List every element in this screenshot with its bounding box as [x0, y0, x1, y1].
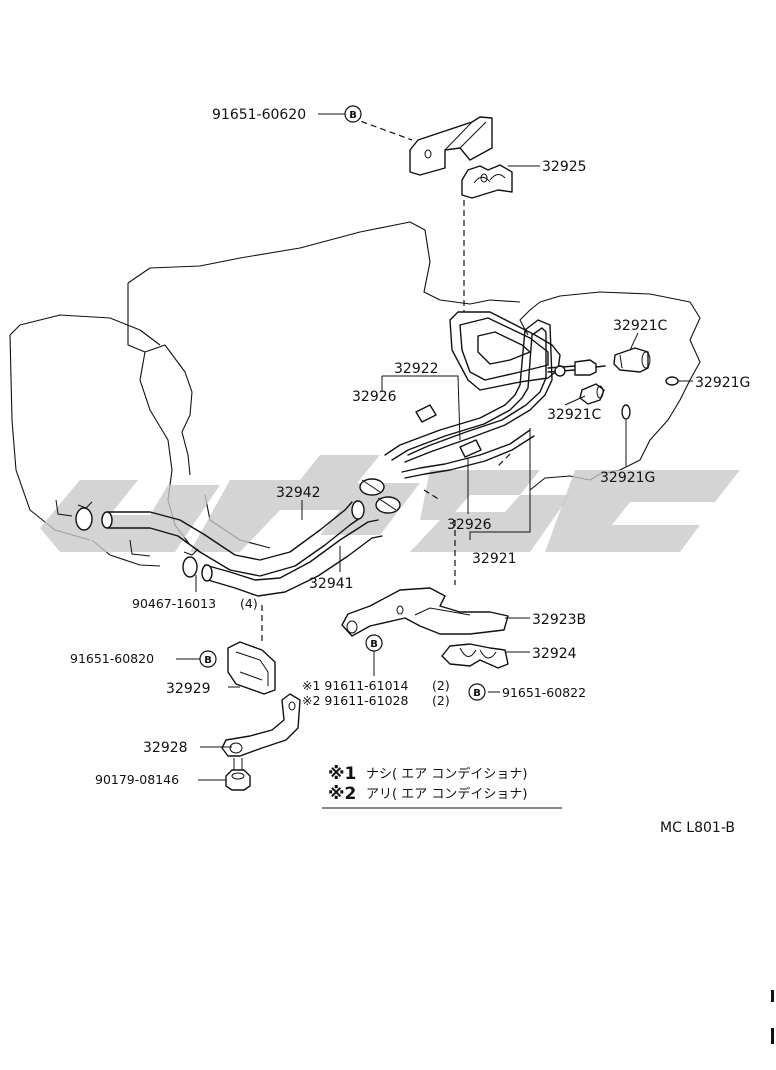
label-91611-61028: ※2 91611-61028: [302, 693, 408, 708]
label-32942: 32942: [276, 485, 321, 501]
note-1: ※1 ナシ( エア コンデイショナ): [328, 764, 527, 784]
label-91651-60620: 91651-60620: [212, 107, 306, 123]
note-1-mark: ※1: [328, 764, 356, 784]
leader-lines: [176, 113, 693, 781]
svg-text:B: B: [473, 688, 481, 699]
hose-clamp-pipe-end[interactable]: [359, 478, 401, 514]
water-hose-32942[interactable]: [101, 500, 365, 577]
label-91611-61014: ※1 91611-61014: [302, 678, 408, 693]
guide-lines: [261, 117, 511, 642]
label-32921C-mid: 32921C: [547, 407, 602, 423]
label-32925: 32925: [542, 159, 587, 175]
svg-text:B: B: [349, 110, 357, 121]
o-ring-32921G-mid[interactable]: [621, 404, 631, 420]
diagram-code: MC L801-B: [660, 820, 735, 836]
bolt-marker-top: B: [344, 105, 362, 123]
label-90467-16013: 90467-16013: [132, 596, 216, 611]
label-32926-bottom: 32926: [447, 517, 492, 533]
elbow-fitting-32921C[interactable]: [613, 347, 651, 373]
svg-text:B: B: [204, 655, 212, 666]
note-1-text: ナシ( エア コンデイショナ): [366, 766, 527, 782]
o-ring-32921G-right[interactable]: [665, 376, 679, 386]
label-91651-60820: 91651-60820: [70, 651, 154, 666]
hose-clamps-90467-16013[interactable]: [75, 501, 199, 578]
label-32923B: 32923B: [532, 612, 586, 628]
union-fitting-32921C-top[interactable]: [547, 359, 606, 377]
bracket-91651-60620[interactable]: [409, 116, 493, 176]
label-32928: 32928: [143, 740, 188, 756]
clamp-32924[interactable]: [441, 643, 509, 669]
label-32924: 32924: [532, 646, 577, 662]
engine-fittings-small: [55, 499, 151, 557]
label-32922: 32922: [394, 361, 439, 377]
hose-32926-bottom[interactable]: [459, 439, 482, 458]
label-91611-61014-qty: (2): [432, 678, 450, 693]
nipple-32921C-mid[interactable]: [579, 383, 605, 405]
water-hose-32941[interactable]: [201, 519, 383, 597]
note-2-text: アリ( エア コンデイショナ): [366, 786, 527, 802]
label-91611-61028-qty: (2): [432, 693, 450, 708]
label-32926-left: 32926: [352, 389, 397, 405]
label-32929: 32929: [166, 681, 211, 697]
clamp-32929[interactable]: [227, 641, 276, 695]
clamp-32925[interactable]: [461, 164, 513, 199]
note-2-mark: ※2: [328, 784, 356, 804]
hose-32926-left[interactable]: [415, 404, 437, 423]
bracket-32928[interactable]: [221, 693, 301, 757]
label-32941: 32941: [309, 576, 354, 592]
label-32921G-right: 32921G: [695, 375, 750, 391]
edge-marks: [771, 990, 774, 1044]
label-91651-60822: 91651-60822: [502, 685, 586, 700]
label-32921G-mid: 32921G: [600, 470, 655, 486]
nut-90179-08146[interactable]: [225, 758, 251, 791]
bolt-marker-right: B: [468, 683, 486, 701]
bolt-marker-middle: B: [365, 634, 383, 652]
svg-text:B: B: [370, 639, 378, 650]
note-2: ※2 アリ( エア コンデイショナ): [322, 784, 562, 809]
label-90179-08146: 90179-08146: [95, 772, 179, 787]
bracket-32923B[interactable]: [341, 587, 509, 637]
label-90467-16013-qty: (4): [240, 596, 258, 611]
label-32921: 32921: [472, 551, 517, 567]
bolt-marker-left: B: [199, 650, 217, 668]
label-32921C-top: 32921C: [613, 318, 668, 334]
